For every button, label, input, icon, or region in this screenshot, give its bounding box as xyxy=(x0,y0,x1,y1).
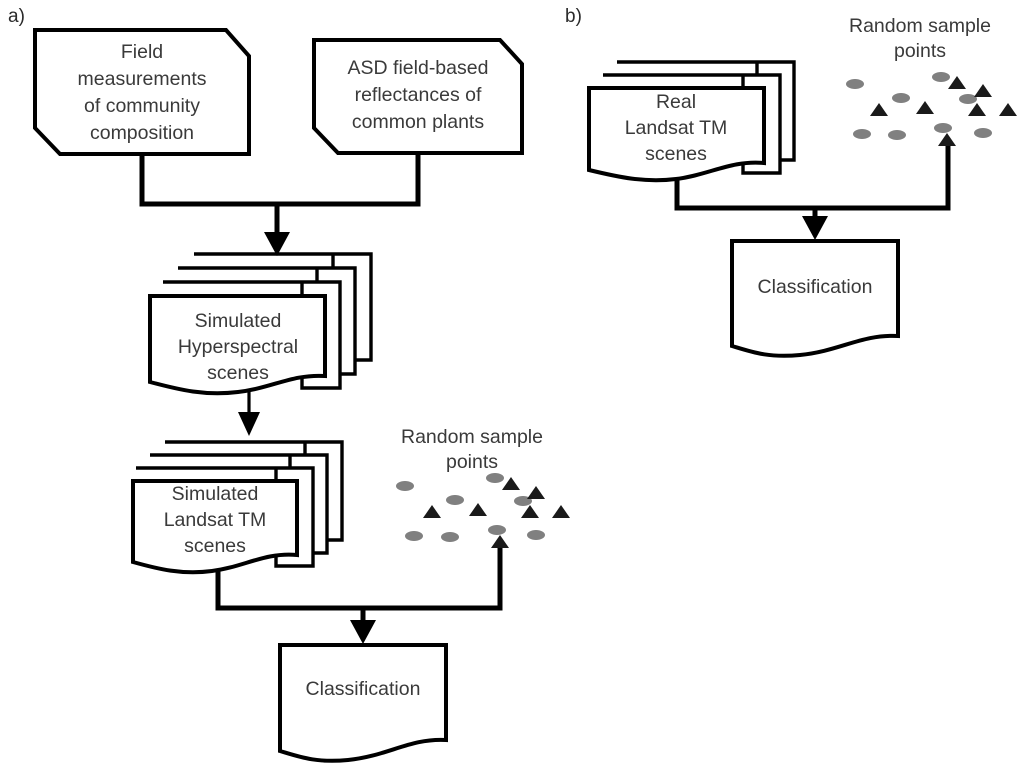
panel-b: b) Real Landsat TM scenes Classification xyxy=(565,6,1017,358)
classification-b-label: Classification xyxy=(758,276,873,298)
sample-dots-b xyxy=(846,72,992,140)
landsat-line-3: scenes xyxy=(184,535,246,557)
node-simulated-landsat[interactable]: Simulated Landsat TM scenes xyxy=(131,440,344,575)
arrowhead-down-to-hyperspectral xyxy=(264,232,290,256)
sample-points-cloud-a: Random sample points xyxy=(396,426,570,548)
asd-reflectances-line-1: ASD field-based xyxy=(348,57,489,79)
asd-reflectances-line-3: common plants xyxy=(352,111,484,133)
field-measurements-line-1: Field xyxy=(121,41,163,63)
hyperspectral-line-3: scenes xyxy=(207,362,269,384)
arrowhead-down-to-classification-b xyxy=(802,216,828,240)
real-landsat-line-1: Real xyxy=(656,91,696,113)
asd-reflectances-shape xyxy=(312,38,524,155)
classification-b-shape xyxy=(730,239,900,358)
sample-points-caption-a-line-2: points xyxy=(446,451,498,473)
sample-points-caption-b-line-1: Random sample xyxy=(849,15,991,37)
hyperspectral-line-2: Hyperspectral xyxy=(178,336,298,358)
landsat-front-sheet xyxy=(131,479,299,575)
node-simulated-hyperspectral[interactable]: Simulated Hyperspectral scenes xyxy=(148,252,373,396)
hyperspectral-front-sheet xyxy=(148,294,327,396)
field-measurements-line-4: composition xyxy=(90,122,194,144)
panel-b-label: b) xyxy=(565,6,582,27)
landsat-line-1: Simulated xyxy=(172,483,259,505)
real-landsat-line-3: scenes xyxy=(645,143,707,165)
hyperspectral-line-1: Simulated xyxy=(195,310,282,332)
node-field-measurements[interactable]: Field measurements of community composit… xyxy=(33,28,251,156)
classification-a-shape xyxy=(278,643,448,763)
sample-points-caption-b-line-2: points xyxy=(894,40,946,62)
real-landsat-line-2: Landsat TM xyxy=(625,117,728,139)
sample-points-cloud-b: Random sample points xyxy=(846,15,1017,146)
field-measurements-line-3: of community xyxy=(84,95,200,117)
landsat-line-2: Landsat TM xyxy=(164,509,267,531)
node-classification-a[interactable]: Classification xyxy=(278,643,448,763)
panel-a-label: a) xyxy=(8,6,25,27)
connector-landsat-to-classification xyxy=(215,543,503,644)
sample-triangles-b xyxy=(870,76,1017,146)
sample-dots-a xyxy=(396,473,545,542)
panel-a: a) Field measurements xyxy=(8,6,570,763)
arrowhead-down-to-classification-a xyxy=(350,620,376,644)
sample-points-caption-a-line-1: Random sample xyxy=(401,426,543,448)
field-measurements-shape xyxy=(33,28,251,156)
node-classification-b[interactable]: Classification xyxy=(730,239,900,358)
sample-triangles-a xyxy=(423,477,570,548)
connector-realscenes-to-classification xyxy=(674,142,951,240)
classification-a-label: Classification xyxy=(306,678,421,700)
node-real-landsat[interactable]: Real Landsat TM scenes xyxy=(587,60,796,183)
arrowhead-down-to-landsat xyxy=(238,412,260,436)
real-landsat-front-sheet xyxy=(587,86,766,183)
connector-inputs-to-hyperspectral xyxy=(139,155,421,256)
node-asd-reflectances[interactable]: ASD field-based reflectances of common p… xyxy=(312,38,524,155)
field-measurements-line-2: measurements xyxy=(78,68,207,90)
asd-reflectances-line-2: reflectances of xyxy=(355,84,482,106)
